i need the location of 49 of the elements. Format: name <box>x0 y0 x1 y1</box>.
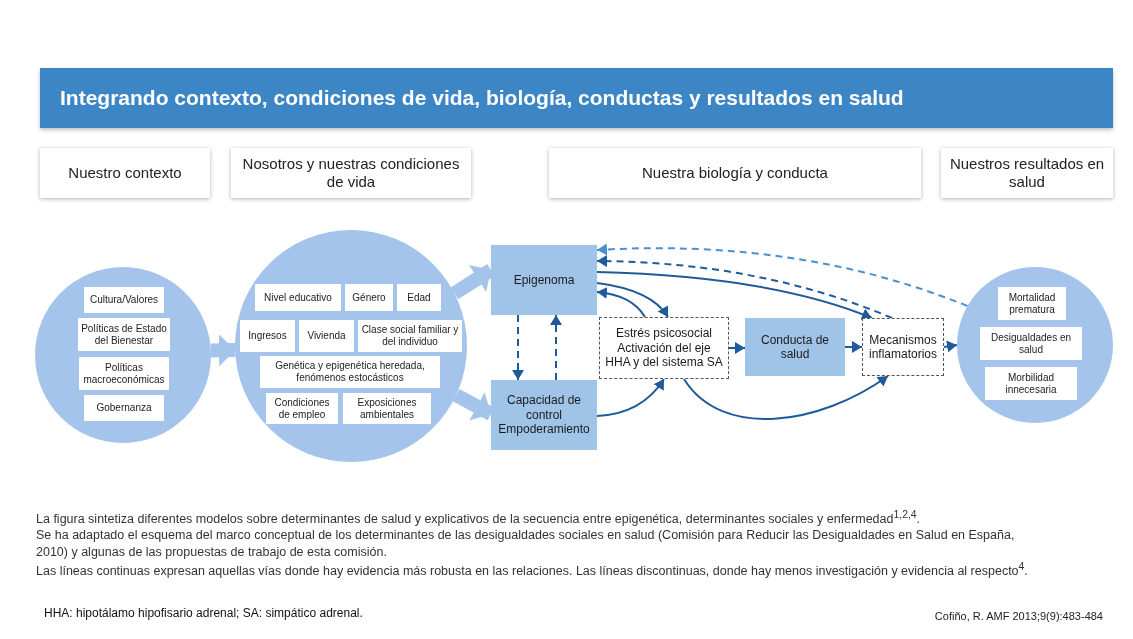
arrow <box>596 271 873 320</box>
process-box <box>491 380 597 450</box>
arrow <box>728 342 746 354</box>
factor-label: Exposiciones ambientales <box>356 396 418 421</box>
factor-label: Edad <box>407 291 431 304</box>
column-header: Nuestro contexto <box>68 164 182 182</box>
factor-label: Condiciones de empleo <box>273 396 331 421</box>
factor-label: Políticas de Estado del Bienestar <box>81 322 167 347</box>
factor-label: Políticas macroeconómicas <box>82 361 166 386</box>
arrow <box>550 314 562 381</box>
factor-label: Desigualdades en salud <box>989 331 1073 356</box>
box-label: Conducta de salud <box>759 332 831 362</box>
factor-label: Nivel educativo <box>264 291 332 304</box>
factor-label: Gobernanza <box>96 402 152 414</box>
title-banner: Integrando contexto, condiciones de vida, biología, conductas y resultados en salud <box>40 68 1113 128</box>
process-box <box>745 318 845 376</box>
factor-label: Genética y epigenética heredada, fenómenos estocásticos <box>274 360 426 384</box>
box-label: Capacidad de control Empoderamiento <box>497 393 591 437</box>
process-box <box>491 245 597 315</box>
arrow <box>943 340 958 353</box>
arrow <box>596 378 665 417</box>
factor-label: Género <box>352 291 386 304</box>
note-paragraph: Las líneas continuas expresan aquellas vías donde hay evidencia más robusta en las relaciones. Las líneas discontinuas, donde hay menos investigación y evidencia al respecto$^{4}$. <box>36 559 1029 580</box>
arrow <box>596 255 893 319</box>
box-label: Epigenoma <box>513 272 575 288</box>
factor-label: Vivienda <box>307 330 346 342</box>
factor-label: Ingresos <box>248 330 287 342</box>
arrow <box>512 314 524 381</box>
arrow <box>844 341 863 353</box>
arrow <box>596 282 669 318</box>
factor-label: Morbilidad innecesaria <box>1004 371 1058 396</box>
abbreviation-note: HHA: hipotálamo hipofisario adrenal; SA: simpático adrenal. <box>44 606 363 620</box>
citation: Cofiño, R. AMF 2013;9(9):483-484 <box>934 610 1103 622</box>
arrow <box>683 375 889 420</box>
column-header: Nuestros resultados en salud <box>949 155 1105 191</box>
column-header: Nuestra biología y conducta <box>642 164 828 182</box>
factor-label: Cultura/Valores <box>89 294 159 306</box>
note-paragraph: La figura sintetiza diferentes modelos sobre determinantes de salud y explicativos de la secuencia entre epigenética, determinantes sociales y enfermedad$^{1,2,4}$. <box>36 508 922 528</box>
box-label: Mecanismos inflamatorios <box>868 332 938 362</box>
box-label: Estrés psicosocial Activación del eje HHA y del sistema SA <box>604 326 724 370</box>
process-box <box>599 317 729 379</box>
arrow <box>596 243 969 307</box>
arrow <box>596 287 646 318</box>
process-box <box>862 318 944 376</box>
note-paragraph: Se ha adaptado el esquema del marco conceptual de los determinantes de las desigualdades sociales en salud (Comisión para Reducir las Desigualdades en Salud en España, 2010) y algunas de las propuestas de trabajo de esta comisión. <box>36 527 1016 560</box>
factor-label: Mortalidad prematura <box>1007 291 1057 316</box>
factor-label: Clase social familiar y del individuo <box>361 324 459 348</box>
column-header: Nosotros y nuestras condiciones de vida <box>241 155 461 191</box>
block-arrow <box>210 334 236 367</box>
